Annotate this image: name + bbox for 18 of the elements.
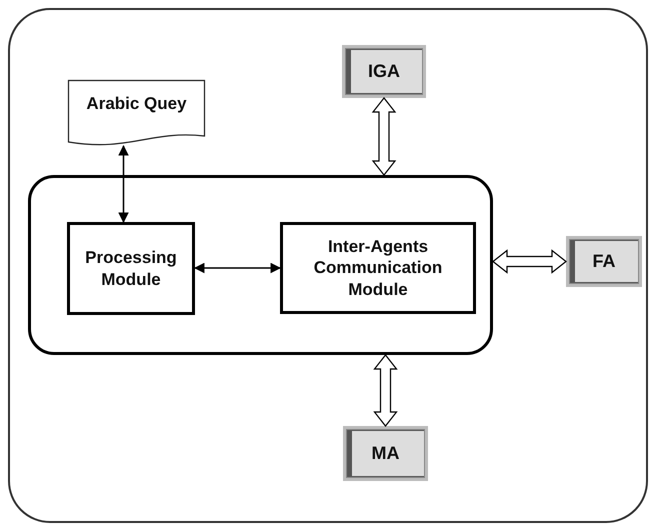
module-box	[280, 222, 476, 314]
agent-container	[28, 175, 493, 355]
node-label: Processing Module	[84, 247, 178, 290]
node-label: IGA	[368, 61, 400, 82]
module-box	[67, 222, 195, 315]
arrow	[194, 262, 282, 274]
agent-box	[343, 426, 428, 481]
double-block-arrow	[373, 354, 398, 427]
node-label: Inter-Agents Communication Module	[312, 236, 444, 300]
document-shape	[68, 80, 205, 146]
node-label: MA	[372, 443, 400, 464]
node-label: FA	[592, 251, 616, 272]
node-label: Arabic Quey	[86, 94, 187, 114]
double-block-arrow	[372, 97, 396, 176]
double-block-arrow	[492, 249, 567, 274]
agent-box	[342, 45, 426, 98]
arrow	[118, 144, 129, 224]
agent-box	[566, 236, 642, 287]
